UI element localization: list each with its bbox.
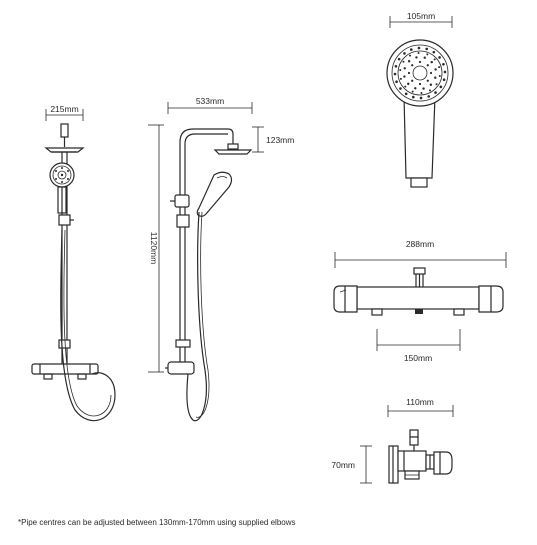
nozzle bbox=[414, 87, 417, 90]
arm-drop-label: 123mm bbox=[266, 135, 294, 145]
nozzle bbox=[429, 71, 433, 75]
front-valve bbox=[165, 361, 195, 375]
nozzle bbox=[438, 56, 441, 59]
nozzle bbox=[420, 91, 423, 94]
elbow-width-label: 110mm bbox=[406, 397, 434, 407]
nozzle bbox=[415, 56, 418, 59]
dim-elbow-height: 70mm bbox=[331, 445, 372, 484]
valve-centres-label: 150mm bbox=[404, 353, 432, 363]
nozzle bbox=[422, 87, 425, 90]
nozzle bbox=[428, 89, 431, 92]
nozzle bbox=[438, 75, 441, 78]
nozzle bbox=[434, 91, 437, 94]
valve-width-label: 288mm bbox=[406, 239, 434, 249]
side-view: 215mm bbox=[31, 104, 116, 422]
nozzle bbox=[433, 58, 436, 61]
dim-valve-centres: 150mm bbox=[376, 329, 461, 363]
handset-detail: 105mm bbox=[386, 11, 454, 188]
front-slider bbox=[170, 194, 190, 228]
nozzle bbox=[397, 57, 401, 61]
nozzle bbox=[426, 64, 429, 67]
nozzle bbox=[403, 52, 406, 55]
dim-arm-drop: 123mm bbox=[252, 126, 294, 153]
nozzle bbox=[423, 56, 426, 59]
front-handset bbox=[196, 171, 233, 217]
nozzle bbox=[418, 60, 422, 64]
nozzle bbox=[430, 60, 433, 64]
dim-elbow-width: 110mm bbox=[387, 397, 454, 417]
front-showerhead bbox=[213, 143, 253, 155]
valve-detail: 288mm 150mm bbox=[333, 239, 507, 363]
nozzle bbox=[442, 78, 446, 82]
side-width-label: 215mm bbox=[50, 104, 78, 114]
elbow-height-label: 70mm bbox=[331, 460, 355, 470]
nozzle bbox=[435, 83, 438, 86]
nozzle bbox=[409, 54, 412, 57]
nozzle bbox=[425, 47, 429, 51]
handset-nozzles bbox=[393, 46, 447, 100]
nozzle bbox=[434, 76, 437, 79]
arm-length-label: 533mm bbox=[196, 96, 224, 106]
nozzle bbox=[419, 96, 423, 100]
nozzle bbox=[418, 82, 422, 86]
dim-valve-width: 288mm bbox=[334, 239, 507, 268]
nozzle bbox=[442, 62, 445, 66]
rail-height-label: 1120mm bbox=[149, 232, 159, 264]
nozzle bbox=[432, 50, 436, 54]
nozzle bbox=[429, 83, 433, 86]
dim-handset-width: 105mm bbox=[389, 11, 453, 28]
nozzle bbox=[402, 60, 405, 63]
nozzle bbox=[411, 64, 414, 67]
nozzle bbox=[404, 85, 407, 88]
footnote: *Pipe centres can be adjusted between 13… bbox=[18, 518, 296, 527]
nozzle bbox=[399, 87, 402, 90]
nozzle bbox=[426, 53, 429, 56]
nozzle bbox=[399, 77, 402, 80]
nozzle bbox=[411, 95, 415, 99]
handset-width-label: 105mm bbox=[407, 11, 435, 21]
nozzle bbox=[417, 46, 421, 50]
nozzle bbox=[409, 48, 413, 51]
nozzle bbox=[427, 95, 431, 98]
nozzle bbox=[407, 82, 410, 86]
nozzle bbox=[434, 68, 437, 71]
nozzle bbox=[426, 79, 429, 82]
nozzle bbox=[403, 67, 406, 70]
side-showerhead bbox=[44, 147, 85, 153]
nozzle bbox=[394, 64, 398, 68]
nozzle bbox=[393, 72, 397, 76]
side-handset bbox=[49, 162, 75, 214]
nozzle bbox=[395, 80, 398, 84]
nozzle bbox=[438, 66, 441, 69]
dim-rail-height: 1120mm bbox=[148, 124, 164, 373]
dim-side-width: 215mm bbox=[45, 104, 84, 121]
nozzle bbox=[411, 79, 414, 82]
nozzle bbox=[411, 90, 414, 93]
nozzle bbox=[417, 52, 420, 55]
front-view: 1120mm 533mm 123mm bbox=[148, 96, 294, 422]
dim-arm-length: 533mm bbox=[167, 96, 253, 114]
elbow-detail: 110mm 70mm bbox=[331, 397, 454, 484]
nozzle bbox=[443, 70, 447, 74]
nozzle bbox=[399, 68, 402, 71]
nozzle bbox=[404, 92, 408, 96]
nozzle bbox=[403, 75, 406, 78]
nozzle bbox=[439, 85, 443, 89]
nozzle bbox=[407, 71, 411, 75]
nozzle bbox=[407, 60, 411, 63]
